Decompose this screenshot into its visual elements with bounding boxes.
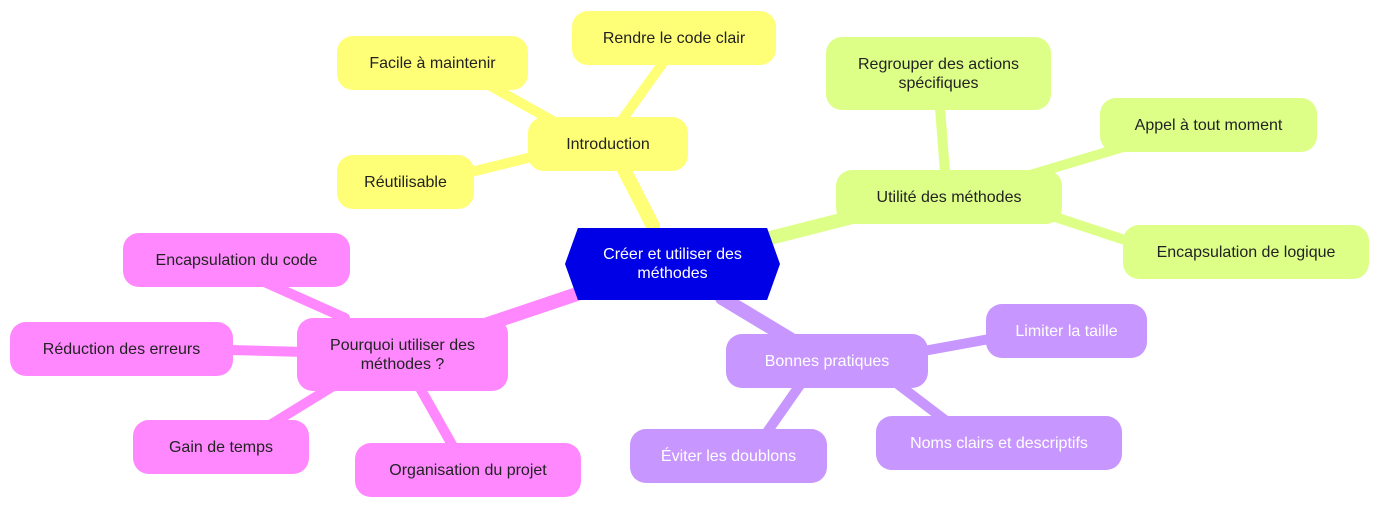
leaf-reutilisable[interactable]: Réutilisable — [337, 155, 474, 209]
leaf-noms-clairs-et-descriptifs[interactable]: Noms clairs et descriptifs — [876, 416, 1122, 470]
leaf-appel-a-tout-moment[interactable]: Appel à tout moment — [1100, 98, 1317, 152]
edge-pourquoi-reduction — [225, 345, 310, 357]
leaf-organisation-du-projet[interactable]: Organisation du projet — [355, 443, 581, 497]
leaf-gain-de-temps[interactable]: Gain de temps — [133, 420, 309, 474]
edge-pratiques-eviter — [760, 380, 805, 440]
edge-pratiques-limiter — [913, 333, 1000, 357]
leaf-facile-a-maintenir[interactable]: Facile à maintenir — [337, 36, 528, 90]
edge-pratiques-noms — [890, 377, 950, 425]
leaf-eviter-les-doublons[interactable]: Éviter les doublons — [630, 429, 827, 483]
leaf-regrouper-des-actions[interactable]: Regrouper des actions spécifiques — [826, 37, 1051, 110]
edge-pourquoi-gain — [265, 380, 340, 430]
branch-pourquoi-utiliser[interactable]: Pourquoi utiliser des méthodes ? — [297, 318, 508, 391]
leaf-reduction-des-erreurs[interactable]: Réduction des erreurs — [10, 322, 233, 376]
leaf-rendre-le-code-clair[interactable]: Rendre le code clair — [572, 11, 776, 65]
branch-utilite-des-methodes[interactable]: Utilité des méthodes — [836, 170, 1062, 224]
edge-introduction-rendre — [617, 55, 670, 125]
branch-bonnes-pratiques[interactable]: Bonnes pratiques — [726, 334, 928, 388]
edge-pourquoi-organisation — [415, 383, 460, 455]
leaf-encapsulation-de-logique[interactable]: Encapsulation de logique — [1123, 225, 1369, 279]
edge-utilite-regrouper — [935, 103, 950, 177]
root-node[interactable]: Créer et utiliser des méthodes — [565, 228, 780, 300]
branch-introduction[interactable]: Introduction — [528, 117, 688, 171]
leaf-limiter-la-taille[interactable]: Limiter la taille — [986, 304, 1147, 358]
leaf-encapsulation-du-code[interactable]: Encapsulation du code — [123, 233, 350, 287]
